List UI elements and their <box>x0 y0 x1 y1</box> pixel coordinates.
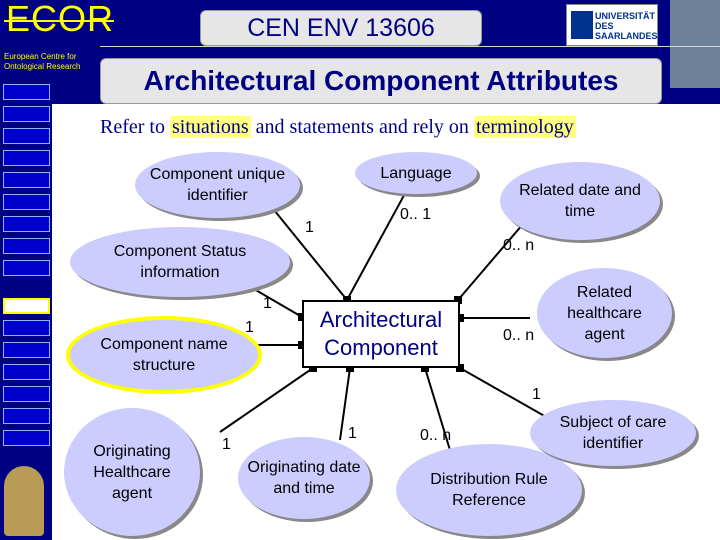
node-status-information: Component Status information <box>70 227 290 297</box>
university-crest-icon <box>571 11 593 39</box>
node-healthcare-agent-label: Related healthcare agent <box>550 282 660 345</box>
multiplicity-datetime: 0.. n <box>503 236 534 256</box>
multiplicity-originating-agent: 1 <box>222 435 231 455</box>
node-unique-identifier-label: Component unique identifier <box>148 164 288 206</box>
page-title: Architectural Component Attributes <box>100 58 662 104</box>
ecor-logo: ECOR European Centre for Ontological Res… <box>4 2 100 78</box>
multiplicity-healthcare-agent: 0.. n <box>503 326 534 346</box>
nav-button[interactable] <box>3 150 50 166</box>
nav-button[interactable] <box>3 386 50 402</box>
multiplicity-originating-date: 1 <box>348 424 357 444</box>
multiplicity-subject: 1 <box>532 385 541 405</box>
intro-prefix: Refer to <box>100 116 170 138</box>
multiplicity-name: 1 <box>245 318 254 338</box>
standard-badge: CEN ENV 13606 <box>200 10 482 46</box>
node-unique-identifier: Component unique identifier <box>135 152 300 218</box>
nav-button[interactable] <box>3 430 50 446</box>
node-healthcare-agent: Related healthcare agent <box>537 268 672 358</box>
nav-button[interactable] <box>3 84 50 100</box>
nav-button[interactable] <box>3 342 50 358</box>
node-originating-agent: Originating Healthcare agent <box>64 408 200 536</box>
nav-button[interactable] <box>3 128 50 144</box>
portrait-image <box>4 466 44 536</box>
node-subject-of-care: Subject of care identifier <box>530 400 696 466</box>
university-logo: UNIVERSITÄT DES SAARLANDES <box>566 4 658 46</box>
node-originating-date: Originating date and time <box>238 437 370 519</box>
center-node-architectural-component: Architectural Component <box>302 300 460 368</box>
node-originating-date-label: Originating date and time <box>246 457 362 499</box>
nav-button-active[interactable] <box>3 298 50 314</box>
multiplicity-status: 1 <box>263 294 272 314</box>
node-related-date-time: Related date and time <box>500 162 660 240</box>
header-divider <box>100 46 720 47</box>
university-name: UNIVERSITÄT DES SAARLANDES <box>595 11 655 41</box>
decorative-image <box>670 0 720 88</box>
nav-button[interactable] <box>3 106 50 122</box>
intro-middle: and statements and rely on <box>251 116 474 138</box>
nav-button[interactable] <box>3 364 50 380</box>
nav-button[interactable] <box>3 194 50 210</box>
nav-button[interactable] <box>3 260 50 276</box>
nav-button[interactable] <box>3 320 50 336</box>
node-language-label: Language <box>380 163 451 184</box>
node-distribution-rule-label: Distribution Rule Reference <box>419 469 559 511</box>
node-subject-of-care-label: Subject of care identifier <box>548 412 678 454</box>
nav-button[interactable] <box>3 172 50 188</box>
nav-button[interactable] <box>3 216 50 232</box>
logo-tagline: European Centre for Ontological Research <box>4 52 104 72</box>
nav-button[interactable] <box>3 408 50 424</box>
multiplicity-distribution: 0.. n <box>420 426 451 446</box>
node-name-structure: Component name structure <box>66 316 262 394</box>
node-language: Language <box>355 152 477 194</box>
highlight-terminology: terminology <box>474 116 576 138</box>
nav-button[interactable] <box>3 238 50 254</box>
intro-text: Refer to situations and statements and r… <box>100 114 700 140</box>
node-originating-agent-label: Originating Healthcare agent <box>82 441 182 504</box>
highlight-situations: situations <box>170 116 251 138</box>
multiplicity-language: 0.. 1 <box>400 205 431 225</box>
node-related-date-time-label: Related date and time <box>515 180 645 222</box>
sidebar <box>0 0 52 540</box>
node-distribution-rule: Distribution Rule Reference <box>396 444 582 536</box>
logo-text: ECOR <box>6 2 114 36</box>
node-name-structure-label: Component name structure <box>94 334 234 376</box>
node-status-information-label: Component Status information <box>100 241 260 283</box>
multiplicity-uid: 1 <box>305 218 314 238</box>
center-node-label: Architectural Component <box>311 306 451 362</box>
